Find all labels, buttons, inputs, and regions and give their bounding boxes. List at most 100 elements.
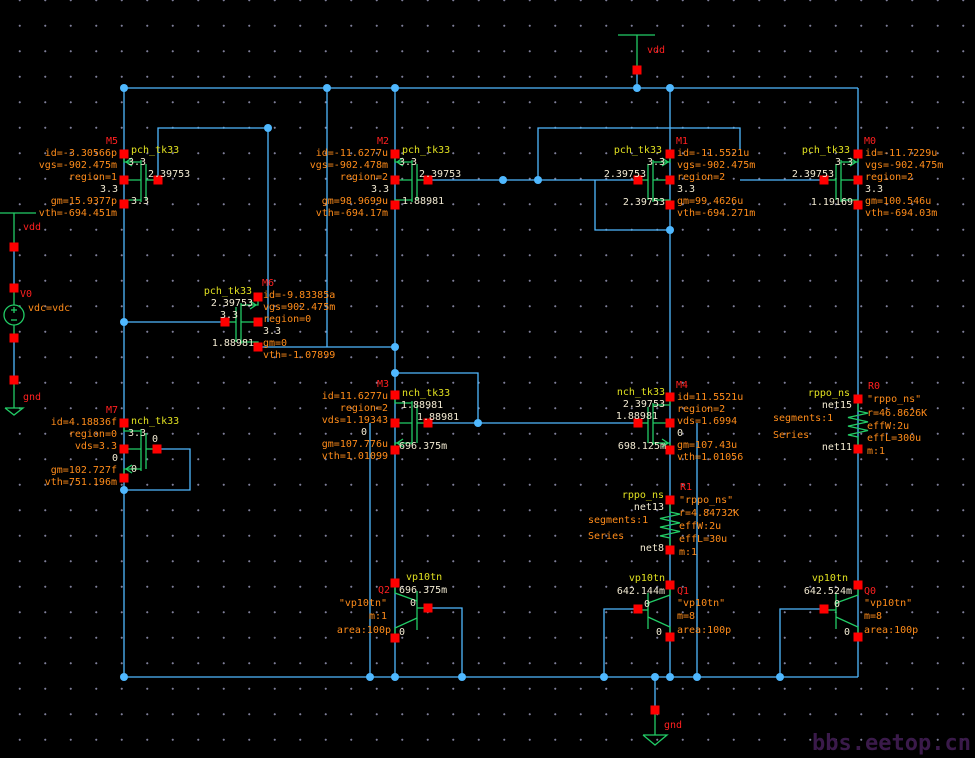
pin-marker (220, 317, 230, 327)
param-effL: effL=300u (867, 433, 921, 444)
wire-junction (693, 673, 701, 681)
pin-marker (650, 705, 660, 715)
wire-junction (458, 673, 466, 681)
param-vth: vth=-694.271m (677, 208, 755, 219)
param-effL: effL=30u (679, 534, 727, 545)
wire-junction (534, 176, 542, 184)
net-bottom: net11 (822, 442, 852, 453)
gate-voltage: 1.88981 (417, 412, 459, 423)
top-voltage: 3.3 (647, 157, 665, 168)
transistor-M6[interactable]: M6 pch_tk33 id=-9.83385a vgs=902.475m re… (204, 278, 335, 361)
param-vgs: vgs=-902.475m (865, 160, 943, 171)
param-r: r=46.8626K (867, 408, 927, 419)
pin-marker (665, 418, 675, 428)
bottom-voltage: 698.125m (618, 441, 666, 452)
collector-voltage: 642.144m (617, 586, 665, 597)
model-name: vp10tn (406, 572, 442, 583)
bulk-voltage: 0 (677, 428, 683, 439)
resistor-R0[interactable]: R0 rppo_ns net15 segments:1 Series net11… (773, 381, 927, 457)
param-vth: vth=-694.17m (316, 208, 388, 219)
param-vth: vth=1.01056 (677, 452, 743, 463)
v0-param: vdc=vdc (28, 303, 70, 314)
pin-marker (253, 317, 263, 327)
wire (395, 372, 479, 423)
model-name: pch_tk33 (402, 145, 450, 156)
pin-marker (152, 444, 162, 454)
transistor-M1[interactable]: M1 pch_tk33 id=-11.5521u vgs=-902.475m r… (604, 136, 755, 219)
instance-name: R0 (868, 381, 880, 392)
segments: segments:1 (588, 515, 648, 526)
top-voltage: 1.88981 (401, 400, 443, 411)
pin-marker (665, 392, 675, 402)
param-region: region=2 (340, 172, 388, 183)
param-id: id=-11.5521u (677, 148, 749, 159)
cell-name: "vp10tn" (339, 598, 387, 609)
pin-marker (853, 580, 863, 590)
mos-arrow (395, 438, 404, 448)
wire (157, 127, 269, 322)
pin-marker (819, 175, 829, 185)
wire-junction (264, 124, 272, 132)
transistor-M5[interactable]: M5 pch_tk33 id=-3.30566p vgs=-902.475m r… (39, 136, 190, 219)
param-vgs: vgs=-902.475m (39, 160, 117, 171)
gate-voltage: 0 (152, 434, 158, 445)
top-voltage: 3.3 (399, 157, 417, 168)
transistor-M2[interactable]: M2 pch_tk33 id=-11.6277u vgs=-902.478m r… (310, 136, 461, 219)
cell-name: "vp10tn" (677, 598, 725, 609)
transistor-M3[interactable]: M3 nch_tk33 id=11.6277u region=2 vds=1.1… (322, 379, 459, 462)
model-name: nch_tk33 (402, 388, 450, 399)
model-name: pch_tk33 (131, 145, 179, 156)
base-voltage: 0 (644, 599, 650, 610)
instance-name: M4 (676, 380, 688, 391)
bottom-voltage: 1.88981 (402, 196, 444, 207)
instance-name: R1 (680, 482, 692, 493)
param-vth: vth=751.196m (45, 477, 117, 488)
param-gm: gm=102.727f (51, 465, 117, 476)
transistor-M4[interactable]: M4 nch_tk33 id=11.5521u region=2 vds=1.6… (616, 380, 743, 463)
param-m: m=8 (677, 611, 695, 622)
model-name: pch_tk33 (204, 286, 252, 297)
wire (428, 607, 463, 677)
param-vth: vth=-1.07899 (263, 350, 335, 361)
wire-junction (391, 343, 399, 351)
param-area: area:100p (677, 625, 731, 636)
mos-arrow (661, 438, 670, 448)
wire-junction (391, 369, 399, 377)
pin-marker (390, 390, 400, 400)
param-id: id=-9.83385a (263, 290, 335, 301)
param-area: area:100p (337, 625, 391, 636)
collector-voltage: 642.524m (804, 586, 852, 597)
param-id: id=-3.30566p (45, 148, 117, 159)
param-vth: vth=-694.03m (865, 208, 937, 219)
pin-marker (665, 445, 675, 455)
pin-marker (853, 394, 863, 404)
wire-junction (391, 84, 399, 92)
pin-marker (9, 283, 19, 293)
wire (537, 127, 741, 180)
bulk-voltage: 0 (112, 453, 118, 464)
watermark: bbs.eetop.cn (812, 731, 971, 756)
model-name: nch_tk33 (131, 416, 179, 427)
instance-name: Q1 (677, 586, 689, 597)
param-r: r=4.84732K (679, 508, 739, 519)
resistor-zigzag (847, 399, 869, 449)
bjt-Q1[interactable]: vp10tn 642.144m Q1 "vp10tn" m=8 area:100… (617, 573, 731, 638)
model-name: vp10tn (629, 573, 665, 584)
cell-name: "rppo_ns" (867, 394, 921, 405)
pin-marker (390, 578, 400, 588)
param-vds: vds=1.6994 (677, 416, 737, 427)
transistor-M7[interactable]: M7 nch_tk33 id=4.18836f region=0 vds=3.3… (45, 405, 179, 488)
wire-junction (666, 673, 674, 681)
wire-junction (323, 84, 331, 92)
pin-marker (665, 545, 675, 555)
bjt-Q0[interactable]: vp10tn 642.524m Q0 "vp10tn" m=8 area:100… (804, 573, 918, 638)
param-gm: gm=100.546u (865, 196, 931, 207)
wire-junction (666, 226, 674, 234)
bjt-Q2[interactable]: vp10tn 696.375m Q2 "vp10tn" m:1 area:100… (337, 572, 447, 638)
bulk-voltage: 3.3 (371, 184, 389, 195)
transistor-M0[interactable]: M0 pch_tk33 id=-11.7229u vgs=-902.475m r… (792, 136, 943, 219)
pin-marker (632, 65, 642, 75)
resistor-R1[interactable]: R1 rppo_ns net13 segments:1 Series net8 … (588, 482, 739, 558)
gnd-pin-label: gnd (664, 720, 682, 731)
